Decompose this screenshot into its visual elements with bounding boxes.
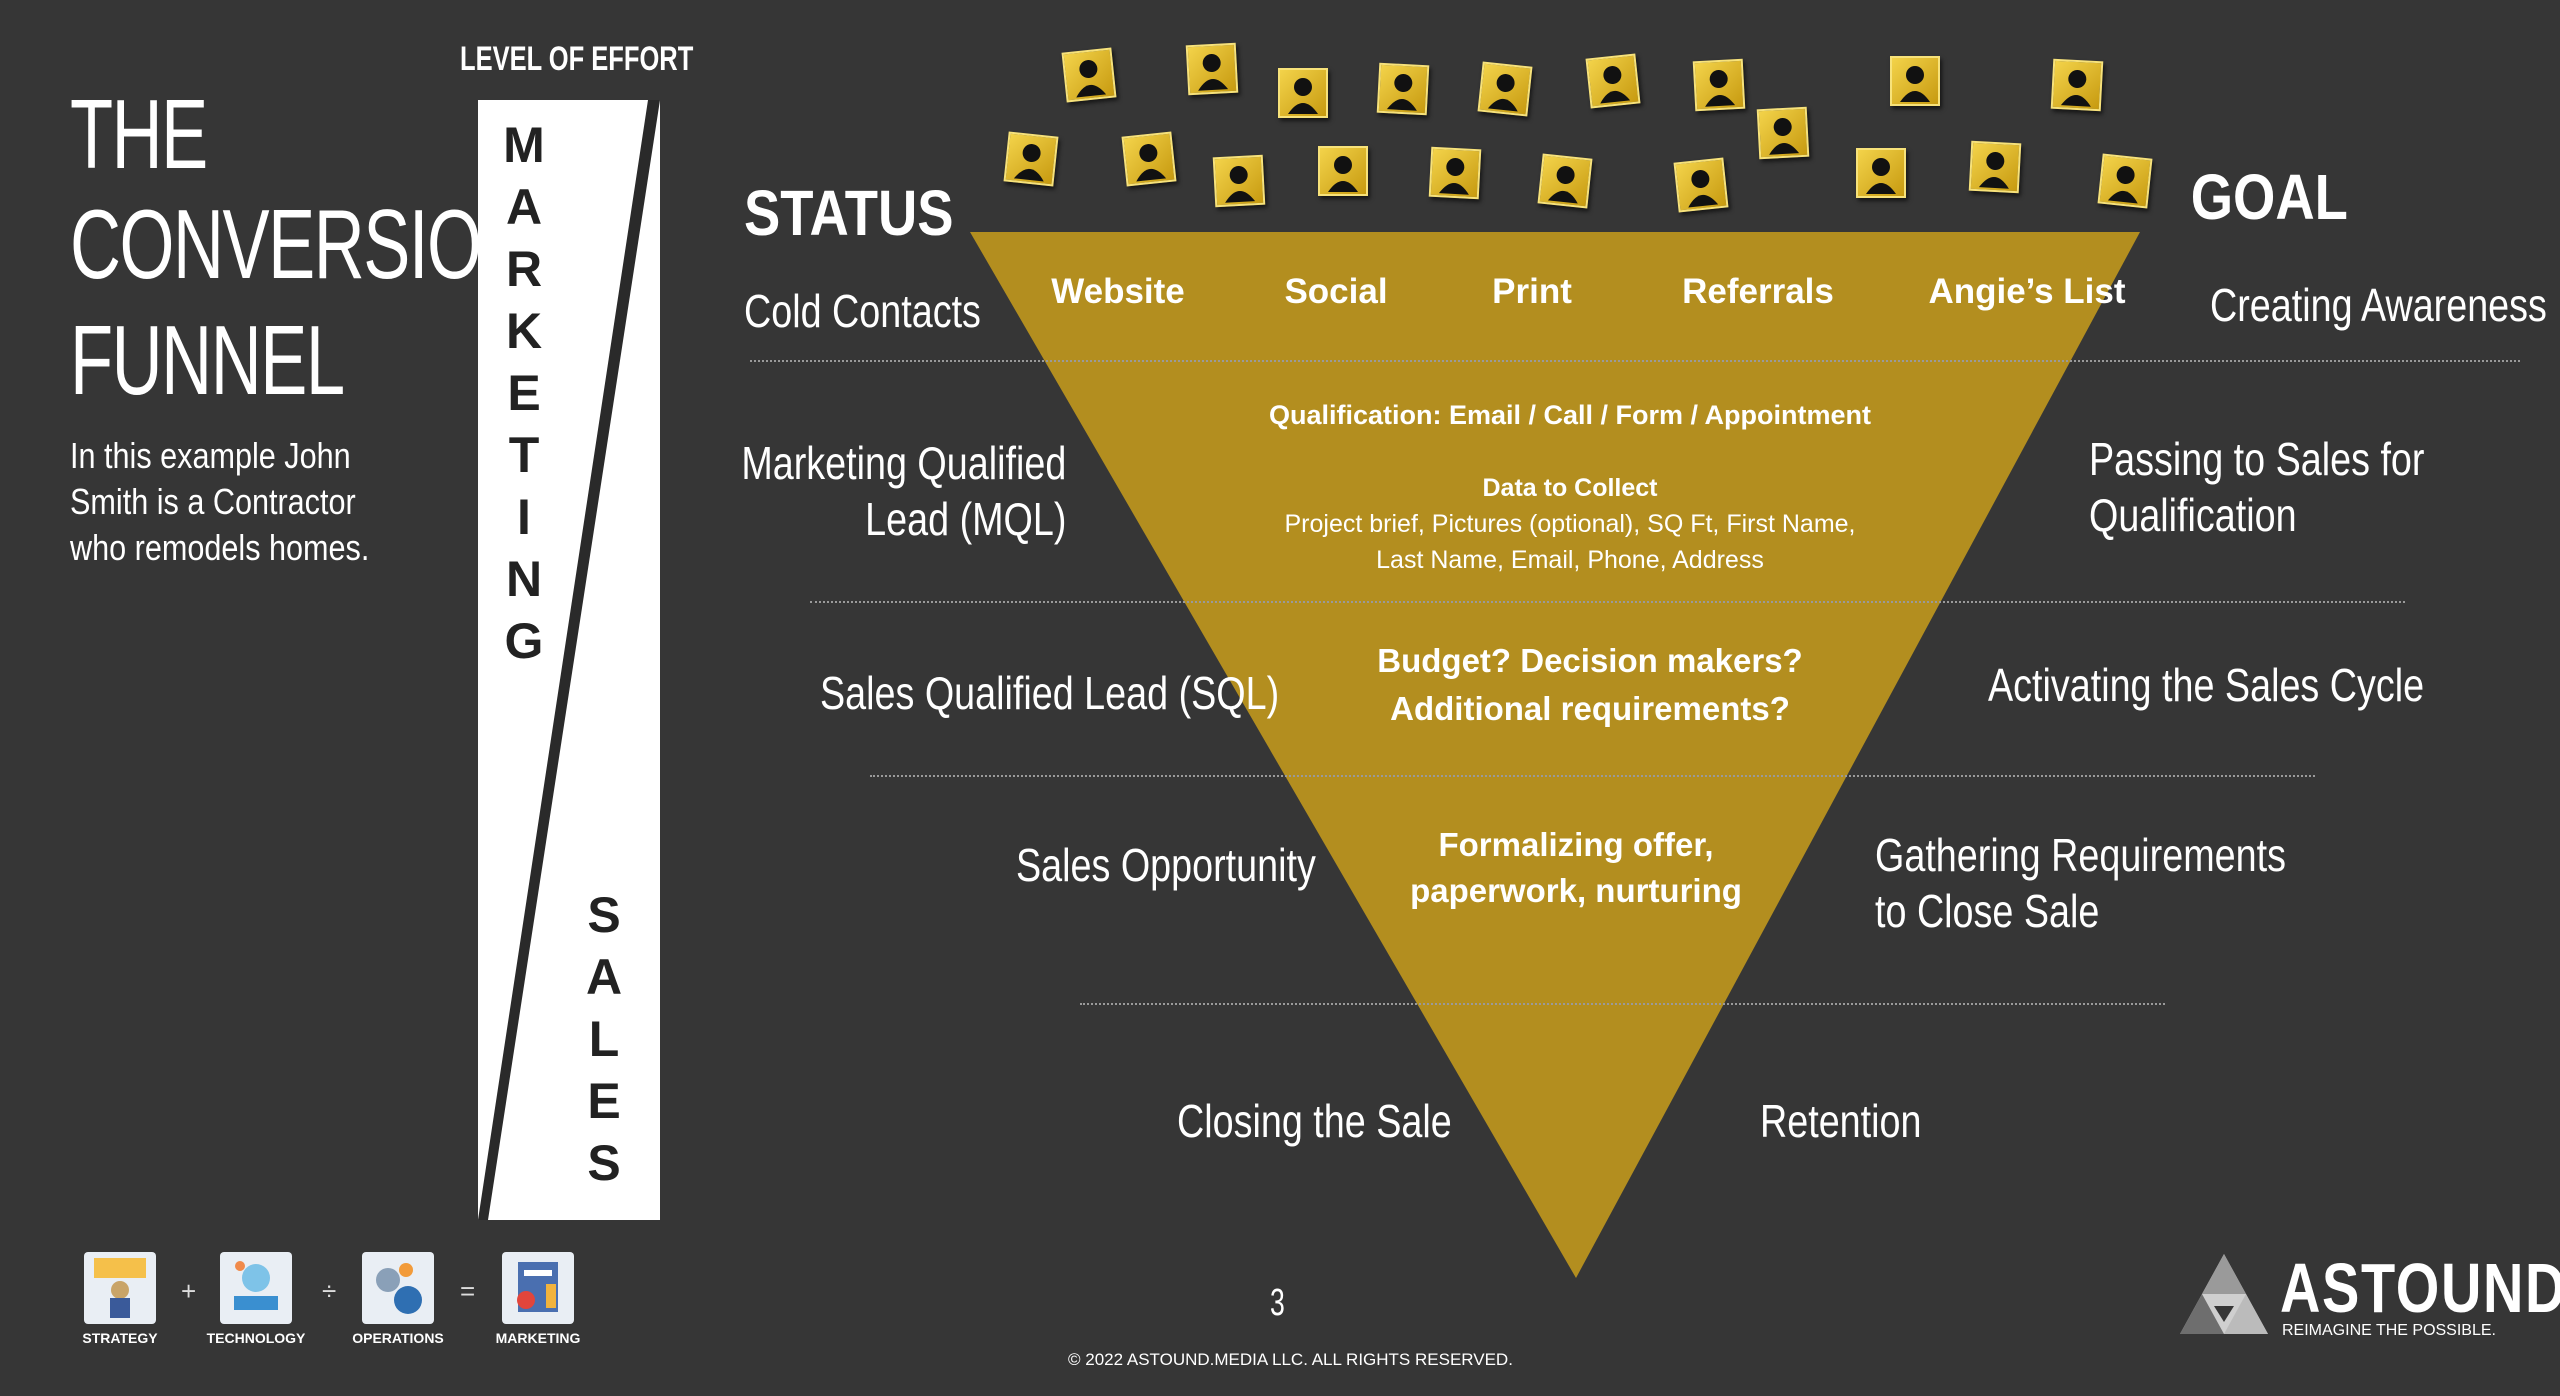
opp-text-1: Formalizing offer, (1438, 826, 1714, 863)
marketing-letter: K (505, 303, 543, 359)
status-heading: STATUS (744, 177, 954, 249)
marketing-letter: R (505, 241, 543, 297)
contact-avatar-icon (1856, 148, 1906, 198)
goal-retention: Retention (1760, 1095, 1922, 1147)
contact-avatar-icon (1318, 146, 1368, 196)
channel-referrals: Referrals (1682, 272, 1834, 311)
divide-operator: ÷ (322, 1276, 337, 1306)
status-mql-line-2: Lead (MQL) (864, 493, 1066, 545)
operations-caption: OPERATIONS (352, 1330, 444, 1346)
status-mql-line-1: Marketing Qualified (741, 437, 1066, 489)
contact-avatar-icon (1121, 131, 1177, 187)
sales-letter: E (587, 1073, 621, 1129)
copyright: © 2022 ASTOUND.MEDIA LLC. ALL RIGHTS RES… (1068, 1350, 1513, 1369)
sales-letter: A (585, 949, 623, 1005)
slide-title: THE CONVERSION FUNNEL (70, 85, 709, 409)
strategy-icon (84, 1252, 156, 1324)
intro-line-1: In this example John (70, 435, 351, 476)
channel-angies-list: Angie’s List (1928, 272, 2126, 311)
marketing-caption: MARKETING (495, 1330, 581, 1346)
status-sales-opportunity: Sales Opportunity (1016, 839, 1316, 891)
intro-text: In this example John Smith is a Contract… (70, 435, 422, 569)
sales-letter: L (588, 1011, 620, 1067)
marketing-letter: A (505, 179, 543, 235)
sales-letter: S (587, 1135, 621, 1191)
technology-icon (220, 1252, 292, 1324)
contact-avatar-icon (1585, 53, 1641, 109)
contact-avatar-icon (1890, 56, 1940, 106)
contact-avatar-icon (1968, 140, 2022, 194)
contact-avatar-icon (2097, 153, 2153, 209)
contact-avatar-icon (1673, 157, 1729, 213)
logo-mark-icon (2180, 1254, 2268, 1334)
operations-icon (362, 1252, 434, 1324)
separator-1 (750, 360, 2520, 362)
contact-avatar-icon (1061, 47, 1117, 103)
marketing-letter: G (504, 613, 544, 669)
marketing-letter: M (503, 117, 545, 173)
marketing-letter: E (507, 365, 541, 421)
marketing-letter: I (517, 489, 531, 545)
status-sql: Sales Qualified Lead (SQL) (820, 667, 1280, 719)
status-cold-contacts: Cold Contacts (744, 285, 981, 337)
contact-avatar-icon (1477, 61, 1533, 117)
sql-questions-2: Additional requirements? (1390, 690, 1790, 727)
technology-caption: TECHNOLOGY (206, 1330, 306, 1346)
contact-avatar-icon (1756, 106, 1810, 160)
goal-gathering-line-2: to Close Sale (1875, 885, 2100, 937)
contact-avatar-icon (1537, 153, 1593, 209)
contact-avatar-icon (1278, 68, 1328, 118)
opp-text-2: paperwork, nurturing (1410, 872, 1742, 909)
goal-heading: GOAL (2190, 161, 2348, 233)
marketing-letter: N (505, 551, 543, 607)
goal-creating-awareness: Creating Awareness (2210, 279, 2547, 331)
plus-operator: + (181, 1276, 197, 1306)
data-collect-line-2: Last Name, Email, Phone, Address (1376, 546, 1764, 574)
sales-letter: S (587, 887, 621, 943)
equals-operator: = (460, 1276, 476, 1306)
contact-avatar-icon (1185, 42, 1239, 96)
channel-print: Print (1492, 272, 1572, 311)
contact-avatar-icon (1003, 131, 1059, 187)
separator-4 (1080, 1003, 2165, 1005)
title-line-2: CONVERSION (70, 189, 531, 299)
channel-website: Website (1051, 272, 1185, 311)
astound-logo: ASTOUND REIMAGINE THE POSSIBLE. (2176, 1249, 2560, 1340)
logo-tagline: REIMAGINE THE POSSIBLE. (2282, 1322, 2496, 1339)
intro-line-2: Smith is a Contractor (70, 481, 356, 522)
funnel-shape (970, 232, 2140, 1278)
marketing-icon (502, 1252, 574, 1324)
separator-2 (810, 601, 2405, 603)
title-line-3: FUNNEL (70, 305, 345, 415)
title-line-1: THE (70, 79, 208, 189)
logo-name: ASTOUND (2280, 1249, 2560, 1327)
goal-activating: Activating the Sales Cycle (1988, 659, 2425, 711)
effort-bar (478, 100, 660, 1220)
data-collect-heading: Data to Collect (1482, 474, 1658, 502)
contact-avatar-icon (1692, 58, 1746, 112)
strategy-caption: STRATEGY (82, 1330, 158, 1346)
goal-passing-line-2: Qualification (2089, 489, 2297, 541)
effort-heading: LEVEL OF EFFORT (460, 40, 694, 78)
qualification-text: Qualification: Email / Call / Form / App… (1268, 400, 1872, 430)
sql-questions-1: Budget? Decision makers? (1377, 642, 1803, 679)
separator-3 (870, 775, 2315, 777)
marketing-letter: T (508, 427, 540, 483)
data-collect-line-1: Project brief, Pictures (optional), SQ F… (1284, 510, 1856, 538)
status-closing-the-sale: Closing the Sale (1177, 1095, 1452, 1147)
funnel-triangle (970, 232, 2140, 1278)
contact-avatar-icon (2050, 58, 2104, 112)
channel-social: Social (1284, 272, 1388, 311)
contact-avatar-icon (1376, 62, 1430, 116)
contact-avatar-icon (1212, 154, 1266, 208)
goal-gathering-line-1: Gathering Requirements (1875, 829, 2286, 881)
page-number: 3 (1270, 1282, 1285, 1324)
contact-avatar-icon (1428, 146, 1482, 200)
intro-line-3: who remodels homes. (70, 527, 370, 568)
goal-passing-line-1: Passing to Sales for (2089, 433, 2425, 485)
